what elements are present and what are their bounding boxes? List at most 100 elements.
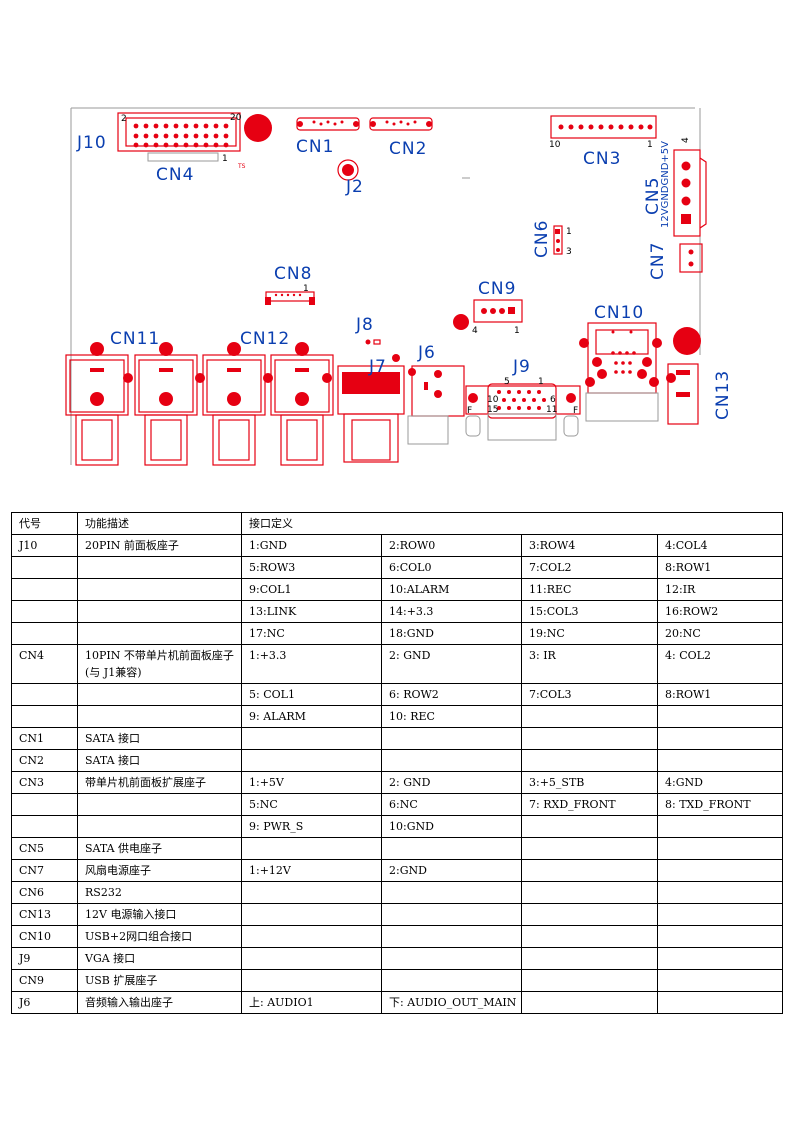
label-j2: J2: [345, 177, 364, 197]
table-cell: 2: GND: [381, 644, 522, 684]
table-cell: [521, 837, 658, 860]
table-cell: 10:GND: [381, 815, 522, 838]
table-cell: [657, 815, 783, 838]
table-cell: 20PIN 前面板座子: [77, 534, 242, 557]
table-cell: [521, 749, 658, 772]
table-cell: USB 扩展座子: [77, 969, 242, 992]
table-cell: 4: COL2: [657, 644, 783, 684]
table-cell: [381, 837, 522, 860]
label-cn2: CN2: [389, 139, 427, 159]
table-cell: 7:COL3: [521, 683, 658, 706]
table-cell: 11:REC: [521, 578, 658, 601]
table-cell: [657, 947, 783, 970]
table-cell: CN7: [11, 859, 78, 882]
table-cell: [521, 991, 658, 1014]
table-cell: SATA 供电座子: [77, 837, 242, 860]
table-cell: [381, 969, 522, 992]
table-cell: 6: ROW2: [381, 683, 522, 706]
label-cn12: CN12: [240, 329, 290, 349]
table-cell: [381, 925, 522, 948]
label-cn6: CN6: [532, 220, 552, 258]
table-cell: 2:GND: [381, 859, 522, 882]
table-cell: [521, 815, 658, 838]
pin-mark-j9-10: 10: [487, 395, 499, 405]
table-cell: RS232: [77, 881, 242, 904]
table-cell: 17:NC: [241, 622, 382, 645]
label-cn11: CN11: [110, 329, 160, 349]
cn10-connector: [579, 322, 662, 422]
table-cell: [241, 947, 382, 970]
table-cell: [11, 622, 78, 645]
j2-component: [337, 159, 359, 181]
cn1-connector: [296, 117, 360, 131]
table-cell: [657, 705, 783, 728]
table-cell: 12:IR: [657, 578, 783, 601]
table-cell: [381, 903, 522, 926]
table-cell: VGA 接口: [77, 947, 242, 970]
table-cell: 7: RXD_FRONT: [521, 793, 658, 816]
j8-component: [365, 339, 381, 345]
table-cell: 5:NC: [241, 793, 382, 816]
table-cell: 下: AUDIO_OUT_MAIN: [381, 991, 522, 1014]
table-cell: [77, 793, 242, 816]
table-cell: 1:+5V: [241, 771, 382, 794]
j10-connector: [117, 112, 272, 162]
table-cell: 9:COL1: [241, 578, 382, 601]
table-cell: [521, 925, 658, 948]
table-cell: [11, 600, 78, 623]
table-cell: USB+2网口组合接口: [77, 925, 242, 948]
pin-mark-cn5-4: 4: [681, 137, 691, 143]
table-cell: 10: REC: [381, 705, 522, 728]
table-cell: CN6: [11, 881, 78, 904]
label-cn4: CN4: [156, 165, 194, 185]
table-cell: 音频输入输出座子: [77, 991, 242, 1014]
header-interface: 接口定义: [241, 512, 783, 535]
table-cell: 8: TXD_FRONT: [657, 793, 783, 816]
label-cn7: CN7: [648, 242, 668, 280]
table-cell: CN9: [11, 969, 78, 992]
pin-mark-j9-f-left: F: [467, 406, 472, 416]
header-code: 代号: [11, 512, 78, 535]
table-cell: 20:NC: [657, 622, 783, 645]
table-cell: [657, 925, 783, 948]
table-cell: SATA 接口: [77, 727, 242, 750]
table-cell: J10: [11, 534, 78, 557]
cn12-connector: [195, 342, 334, 466]
table-cell: [521, 859, 658, 882]
table-cell: CN10: [11, 925, 78, 948]
table-cell: 9: PWR_S: [241, 815, 382, 838]
table-cell: J6: [11, 991, 78, 1014]
table-header-row: 代号 功能描述 接口定义: [11, 512, 783, 535]
table-cell: 3:ROW4: [521, 534, 658, 557]
table-cell: [241, 727, 382, 750]
table-cell: 4:GND: [657, 771, 783, 794]
board-outline-svg: J10 2 20 1 TS CN4 CN1 CN2 J2 10 1 CN3 4 …: [65, 107, 733, 466]
j9-connector: [465, 383, 581, 441]
pin-mark-j9-6: 6: [550, 395, 556, 405]
table-cell: 1:+3.3: [241, 644, 382, 684]
table-cell: [657, 903, 783, 926]
table-cell: [241, 925, 382, 948]
table-cell: [657, 969, 783, 992]
pin-mark-j9-f-right: F: [573, 406, 578, 416]
label-cn5: CN5: [643, 177, 663, 215]
label-j10: J10: [76, 133, 107, 153]
table-cell: 10PIN 不带单片机前面板座子(与 J1兼容): [77, 644, 242, 684]
table-cell: [521, 881, 658, 904]
table-cell: [521, 727, 658, 750]
pin-mark-j10-2: 2: [121, 114, 127, 124]
label-cn13: CN13: [713, 370, 733, 420]
cn13-connector: [666, 363, 699, 425]
cn2-connector: [369, 117, 433, 131]
cn3-connector: [550, 115, 657, 139]
